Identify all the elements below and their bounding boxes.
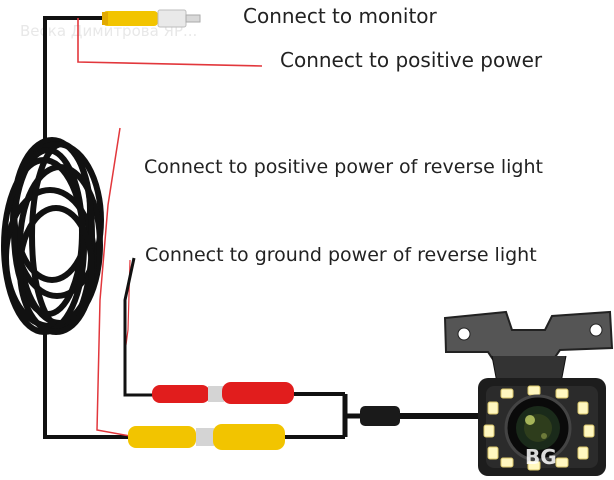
label-reverse-ground: Connect to ground power of reverse light: [145, 244, 537, 266]
reverse-positive-wire: [96, 127, 131, 437]
watermark-text: Веска Димитрова ЯР...: [20, 22, 198, 40]
camera-bracket: [443, 310, 614, 389]
label-reverse-positive: Connect to positive power of reverse lig…: [144, 156, 543, 178]
cable-boot: [360, 406, 400, 426]
led-ring: [483, 385, 595, 471]
brand-logo: BG: [525, 445, 557, 469]
coiled-cable: [1, 137, 104, 335]
label-connect-monitor: Connect to monitor: [243, 4, 437, 28]
camera-lens: [504, 394, 572, 462]
red-rca-connector: [152, 382, 345, 404]
main-black-cable: [43, 16, 110, 140]
top-red-wire: [77, 18, 263, 67]
lower-black-cable: [43, 330, 128, 439]
label-connect-positive-power: Connect to positive power: [280, 48, 543, 72]
reverse-ground-wire: [123, 257, 160, 397]
top-yellow-rca: [102, 9, 201, 28]
yellow-rca-connector: [128, 424, 345, 450]
